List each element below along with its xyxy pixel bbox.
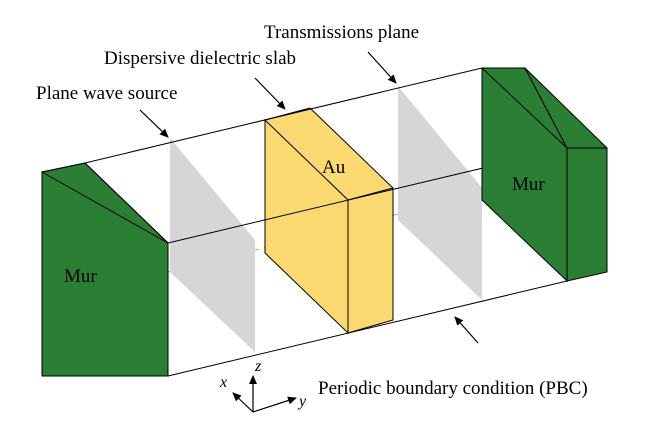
mur-left-label: Mur bbox=[64, 266, 97, 287]
au-slab-front bbox=[347, 187, 394, 334]
mur-right-front bbox=[524, 67, 608, 282]
pbc-label: Periodic boundary condition (PBC) bbox=[318, 378, 588, 399]
axes-indicator: z y x bbox=[219, 358, 307, 413]
plane-wave-source-plane bbox=[170, 138, 255, 352]
mur-left-front bbox=[41, 171, 169, 377]
domain-top-back-edge bbox=[84, 67, 483, 164]
dispersive-slab-label: Dispersive dielectric slab bbox=[104, 48, 296, 69]
mur-right-label: Mur bbox=[512, 174, 545, 195]
x-axis-label: x bbox=[219, 374, 227, 391]
domain-bottom-front-edge bbox=[167, 280, 568, 377]
transmissions-plane-arrow bbox=[367, 51, 397, 84]
pbc-arrow bbox=[454, 316, 479, 344]
y-axis-label: y bbox=[297, 393, 307, 410]
au-slab-top bbox=[265, 108, 393, 200]
plane-wave-source-arrow bbox=[139, 109, 169, 138]
transmissions-plane bbox=[398, 86, 482, 300]
z-axis-label: z bbox=[254, 358, 262, 375]
plane-wave-source-label: Plane wave source bbox=[36, 83, 177, 104]
y-axis bbox=[252, 396, 297, 413]
x-axis bbox=[232, 392, 254, 413]
dispersive-slab-arrow bbox=[254, 77, 286, 110]
transmissions-plane-label: Transmissions plane bbox=[264, 22, 419, 43]
slab-material-label: Au bbox=[322, 157, 346, 178]
